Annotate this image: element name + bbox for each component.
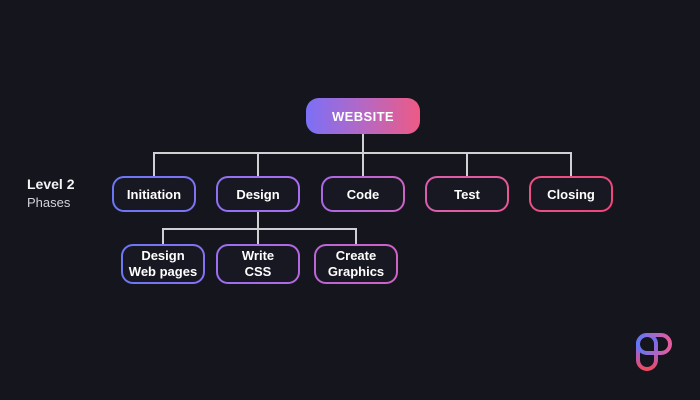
connector-stub-test bbox=[466, 152, 468, 176]
brand-logo-icon bbox=[636, 333, 672, 376]
node-write-css: Write CSS bbox=[216, 244, 300, 284]
node-closing: Closing bbox=[529, 176, 613, 212]
connector-stub-create-graphics bbox=[355, 228, 357, 245]
connector-root-to-code bbox=[362, 134, 364, 176]
node-create-graphics: Create Graphics bbox=[314, 244, 398, 284]
node-code: Code bbox=[321, 176, 405, 212]
node-initiation-label: Initiation bbox=[126, 186, 182, 202]
node-initiation: Initiation bbox=[112, 176, 196, 212]
node-design-label: Design bbox=[236, 186, 280, 202]
level-label: Level 2 Phases bbox=[27, 176, 74, 210]
node-design: Design bbox=[216, 176, 300, 212]
connector-stub-write-css bbox=[257, 228, 259, 245]
connector-stub-design-web-pages bbox=[162, 228, 164, 245]
node-test: Test bbox=[425, 176, 509, 212]
logo-pills-icon bbox=[636, 333, 672, 371]
level-label-subtitle: Phases bbox=[27, 195, 71, 210]
node-code-label: Code bbox=[346, 186, 380, 202]
connector-level2-horizontal bbox=[153, 152, 572, 154]
node-test-label: Test bbox=[454, 186, 480, 202]
node-website-label: WEBSITE bbox=[331, 108, 395, 124]
level-label-title: Level 2 bbox=[27, 176, 75, 192]
connector-stub-closing bbox=[570, 152, 572, 176]
node-create-graphics-label: Create Graphics bbox=[327, 248, 385, 279]
connector-stub-design bbox=[257, 152, 259, 176]
connector-stub-initiation bbox=[153, 152, 155, 176]
node-website: WEBSITE bbox=[306, 98, 420, 134]
connector-design-branch bbox=[257, 212, 259, 230]
node-closing-label: Closing bbox=[547, 186, 595, 202]
connector-level3-horizontal bbox=[162, 228, 357, 230]
node-write-css-label: Write CSS bbox=[241, 248, 275, 279]
node-design-web-pages: Design Web pages bbox=[121, 244, 205, 284]
node-design-web-pages-label: Design Web pages bbox=[128, 248, 198, 279]
